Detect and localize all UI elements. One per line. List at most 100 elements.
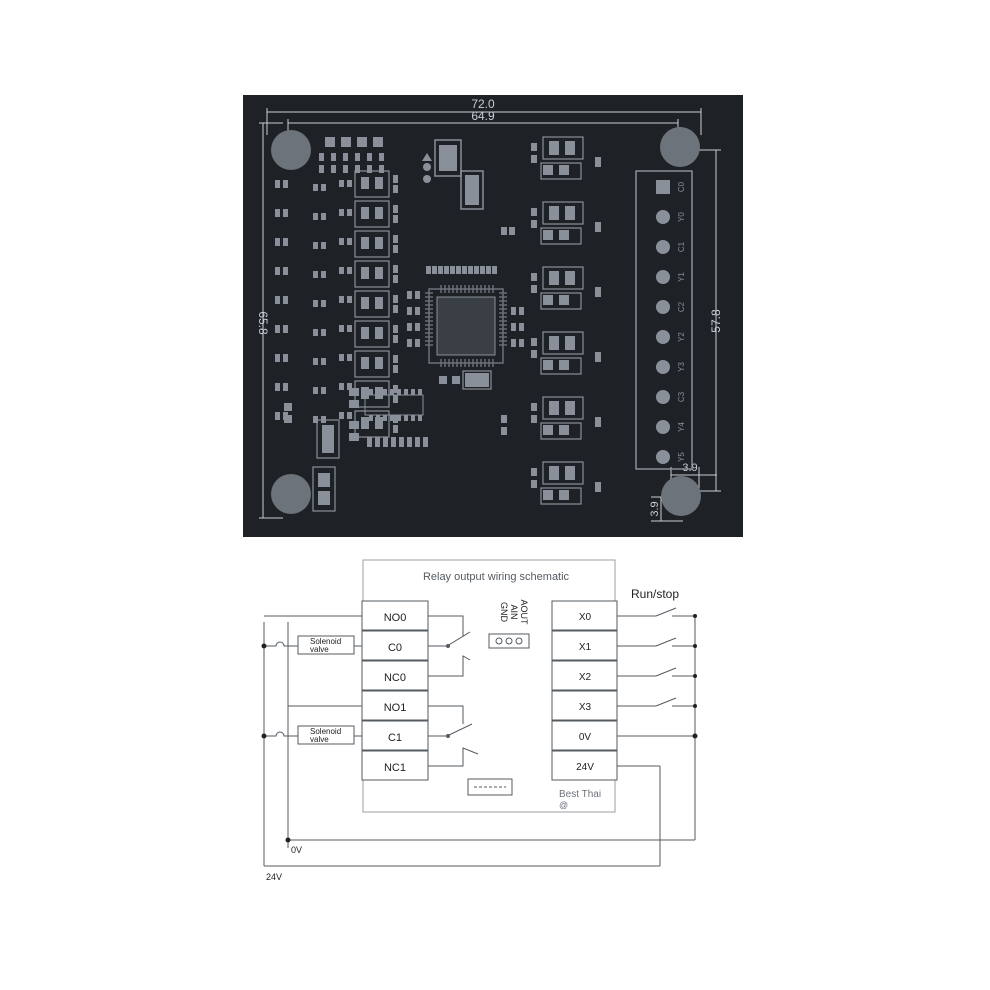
smd-pad [379, 153, 384, 161]
smd-pad [393, 335, 398, 343]
terminal-pin [656, 300, 670, 314]
smd-pad [355, 153, 360, 161]
smd-pad [321, 271, 326, 278]
smd-pad [519, 307, 524, 315]
smd-pad [313, 329, 318, 336]
dip-pin [383, 415, 387, 421]
smd-pad [393, 265, 398, 273]
smd-pad [559, 295, 569, 305]
smd-pad [531, 403, 537, 411]
smd-pad [321, 387, 326, 394]
smd-pad [432, 266, 437, 274]
smd-pad [347, 267, 352, 274]
smd-pad [531, 208, 537, 216]
smd-outline [540, 162, 582, 180]
input-switches [617, 607, 696, 840]
smd-pad [375, 357, 383, 369]
relay-contacts [428, 615, 479, 767]
smd-pad [339, 325, 344, 332]
smd-pad [375, 177, 383, 189]
smd-pad [341, 137, 351, 147]
smd-pad [595, 352, 601, 362]
smd-pad [318, 491, 330, 505]
smd-pad [283, 180, 288, 188]
mounting-hole-bottom-right [661, 476, 701, 516]
smd-outline [354, 260, 390, 288]
dip-pin [369, 415, 373, 421]
smd-pad [339, 209, 344, 216]
smd-pad [393, 175, 398, 183]
solenoid-label: Solenoid [310, 727, 341, 736]
dip-pad [367, 437, 372, 447]
terminal-24v: 24V [576, 762, 594, 773]
smd-pad [393, 325, 398, 333]
dimension-lines [259, 108, 721, 522]
smd-pad [313, 184, 318, 191]
smd-pad [349, 421, 359, 429]
terminal-pin [656, 330, 670, 344]
terminal-label: Y4 [677, 422, 686, 432]
smd-pad [331, 153, 336, 161]
solenoid-sublabel: valve [310, 735, 329, 744]
smd-pad [275, 296, 280, 304]
smd-pad [321, 184, 326, 191]
smd-pad [565, 141, 575, 155]
smd-pad [549, 466, 559, 480]
smd-pad [595, 287, 601, 297]
dim-height-left: 65.8 [256, 311, 270, 335]
smd-pad [275, 354, 280, 362]
terminal-label: C2 [677, 301, 686, 312]
smd-pad [361, 207, 369, 219]
smd-pad [565, 466, 575, 480]
smd-pad [347, 180, 352, 187]
smd-pad [393, 355, 398, 363]
smd-outline [542, 266, 584, 290]
smd-pad [375, 237, 383, 249]
smd-pad [511, 339, 516, 347]
pin-label-ain: AIN [509, 604, 519, 619]
watermark-text: Best Thai [559, 789, 601, 800]
right-terminal-column [551, 600, 618, 781]
dip-pad [383, 437, 388, 447]
wiring-schematic: Relay output wiring schematic NO0 C0 NC0… [261, 559, 698, 882]
smd-pad [543, 295, 553, 305]
smd-pad [313, 300, 318, 307]
smd-pad [393, 365, 398, 373]
smd-pad [347, 296, 352, 303]
wire-junctions [261, 643, 291, 843]
smd-pad [347, 325, 352, 332]
smd-outline [540, 422, 582, 440]
smd-outline [354, 290, 390, 318]
smd-pad [415, 307, 420, 315]
terminal-pin [656, 270, 670, 284]
left-wiring [263, 615, 695, 867]
smd-pad [531, 350, 537, 358]
terminal-pin [656, 210, 670, 224]
smd-pad [549, 401, 559, 415]
left-terminal-column [361, 600, 429, 781]
smd-outline [540, 357, 582, 375]
dip-pin [383, 389, 387, 395]
smd-pad [565, 336, 575, 350]
dip-pin [411, 415, 415, 421]
smd-pad [393, 245, 398, 253]
smd-outline [542, 136, 584, 160]
smd-pad [367, 165, 372, 173]
smd-pad [375, 387, 383, 399]
terminal-c1: C1 [388, 732, 402, 744]
smd-pad [313, 358, 318, 365]
smd-pad [393, 395, 398, 403]
smd-pad [339, 354, 344, 361]
smd-pad [283, 238, 288, 246]
terminal-label: Y1 [677, 272, 686, 282]
smd-pad [375, 327, 383, 339]
smd-pad [347, 383, 352, 390]
dim-width-inner: 64.9 [471, 109, 495, 123]
smd-outline [542, 396, 584, 420]
smd-pad [543, 230, 553, 240]
smd-pad [373, 137, 383, 147]
smd-outline [540, 292, 582, 310]
smd-outline [354, 350, 390, 378]
terminal-label: Y0 [677, 212, 686, 222]
smd-pad [531, 285, 537, 293]
